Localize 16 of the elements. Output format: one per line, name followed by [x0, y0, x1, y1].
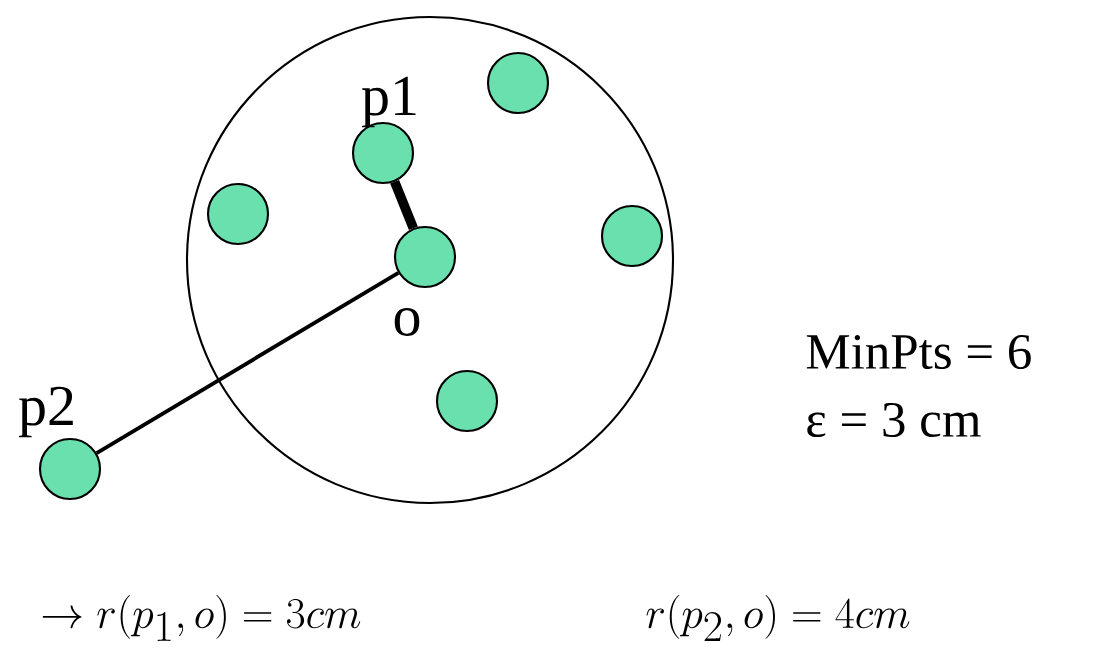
parameter-text: ε = 3 cm — [807, 402, 981, 438]
distance-formula: $\rightarrow r(p_1, o) = 3cm$ — [42, 595, 361, 641]
parameter-text: MinPts = 6 — [806, 334, 1031, 370]
connecting-line — [390, 179, 418, 230]
point-label: p2 — [18, 386, 73, 438]
data-point — [435, 369, 499, 433]
neighborhood-circle — [185, 15, 675, 505]
point-label: p1 — [361, 76, 416, 128]
data-point — [600, 204, 664, 268]
data-point — [206, 182, 270, 246]
data-point — [38, 437, 102, 501]
data-point — [486, 51, 550, 115]
data-point — [393, 225, 457, 289]
point-label: o — [394, 308, 420, 336]
connecting-line — [95, 271, 400, 455]
distance-formula: $r(p_2, o) = 4cm$ — [646, 595, 910, 641]
